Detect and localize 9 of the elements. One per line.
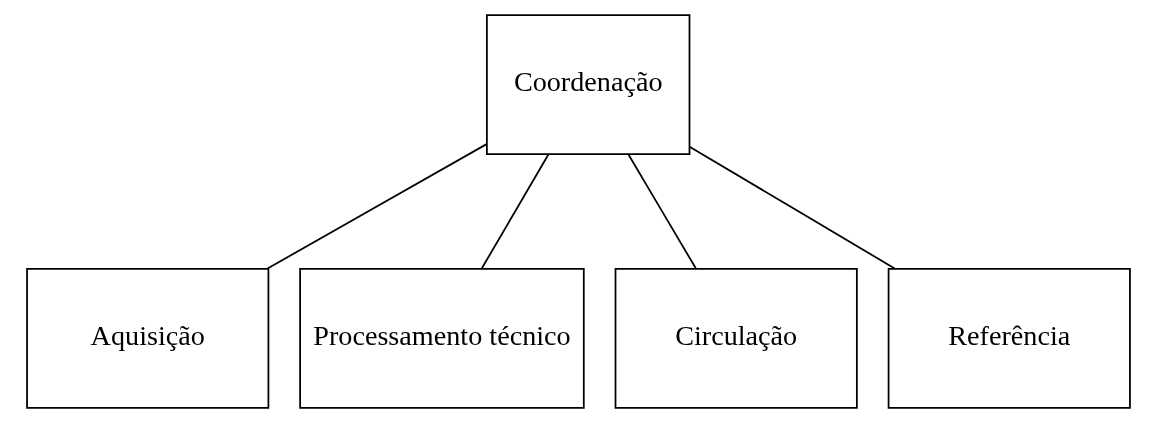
connector — [627, 153, 697, 270]
node-box: Processamento técnico — [299, 267, 585, 409]
node-box: Coordenação — [486, 14, 691, 156]
node-box: Aquisição — [26, 267, 270, 409]
connector — [688, 145, 896, 270]
node-box: Referência — [887, 267, 1131, 409]
connector — [266, 143, 488, 270]
connector — [481, 153, 550, 270]
node-box: Circulação — [614, 267, 858, 409]
